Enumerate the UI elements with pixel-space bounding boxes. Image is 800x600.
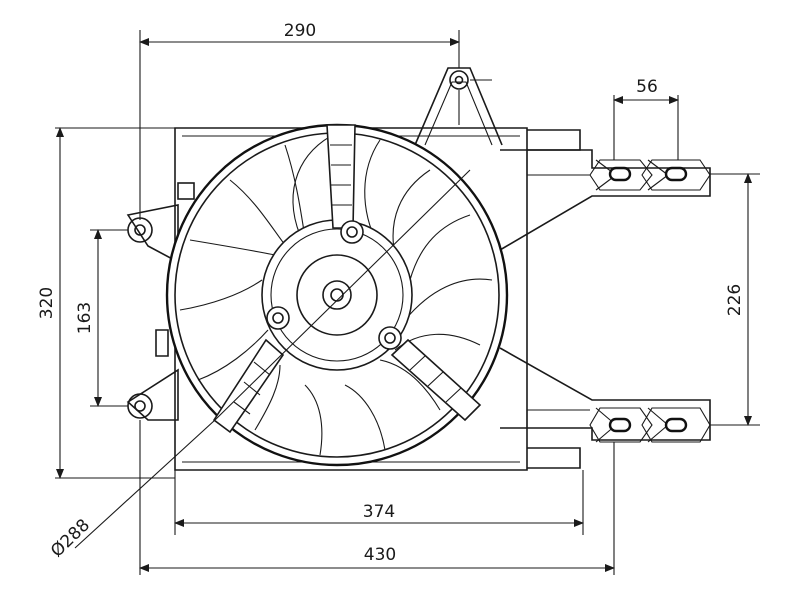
dimension-diameter-label: Ø288 <box>47 515 94 561</box>
dimension-320-label: 320 <box>37 287 57 319</box>
diameter-leader <box>74 419 216 549</box>
dimension-430-label: 430 <box>364 545 396 565</box>
dimension-374: 374 <box>174 502 584 527</box>
dimension-290: 290 <box>139 21 460 46</box>
top-mounting-bracket <box>414 67 503 146</box>
dimension-diameter: Ø288 <box>47 515 94 561</box>
dimension-226: 226 <box>725 173 752 426</box>
shroud-body <box>155 127 711 471</box>
motor-hub <box>261 219 413 371</box>
dimension-320: 320 <box>37 127 64 479</box>
motor-spokes <box>212 124 482 434</box>
dimension-374-label: 374 <box>363 502 395 522</box>
extension-lines <box>55 30 760 575</box>
dimension-163: 163 <box>75 229 102 407</box>
dimension-226-label: 226 <box>725 284 745 316</box>
dimension-430: 430 <box>139 545 615 572</box>
dimension-56-label: 56 <box>636 77 658 97</box>
right-mounting-brackets <box>589 159 711 443</box>
dimension-163-label: 163 <box>75 302 95 334</box>
dimension-56: 56 <box>613 77 679 104</box>
diameter-leader-inner <box>214 169 471 421</box>
mounting-bosses <box>266 220 402 350</box>
dimension-290-label: 290 <box>284 21 316 41</box>
